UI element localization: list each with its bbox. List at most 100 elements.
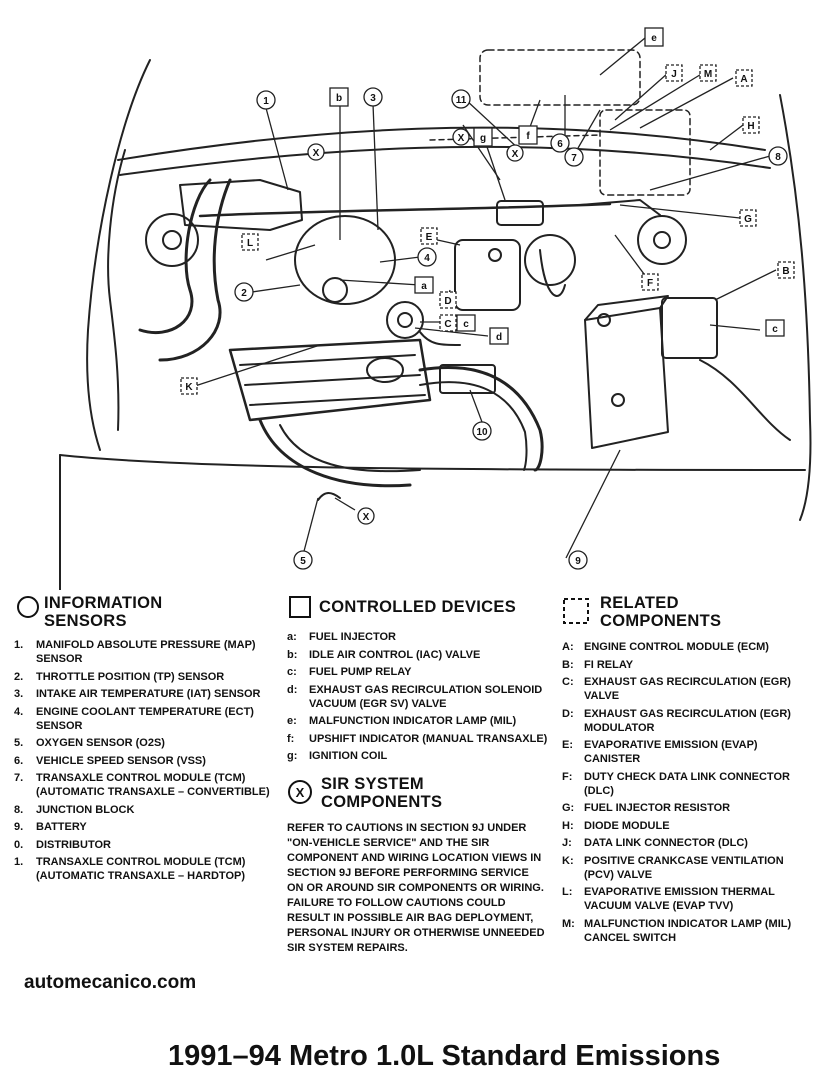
info-item-text: TRANSAXLE CONTROL MODULE (TCM) (AUTOMATI…: [36, 856, 246, 882]
controlled-item: b:IDLE AIR CONTROL (IAC) VALVE: [287, 648, 549, 662]
svg-text:J: J: [671, 69, 677, 80]
svg-text:G: G: [744, 214, 752, 225]
info-item: 6.VEHICLE SPEED SENSOR (VSS): [14, 754, 276, 768]
related-title-line1: RELATED: [600, 594, 679, 612]
info-item-key: 1.: [14, 856, 24, 868]
controlled-item: d:EXHAUST GAS RECIRCULATION SOLENOID VAC…: [287, 683, 549, 711]
controlled-device-callouts: b a c d e f g c: [329, 27, 785, 345]
svg-text:B: B: [782, 266, 789, 277]
related-item: C: EXHAUST GAS RECIRCULATION (EGR) VALVE: [562, 675, 816, 703]
info-item-text: INTAKE AIR TEMPERATURE (IAT) SENSOR: [36, 688, 261, 700]
info-item-text: JUNCTION BLOCK: [36, 803, 135, 816]
svg-text:X: X: [512, 149, 519, 160]
controlled-list: a: FUEL INJECTOR b:IDLE AIR CONTROL (IAC) …: [287, 630, 549, 763]
svg-text:b: b: [336, 93, 342, 104]
related-item-text: POSITIVE CRANKCASE VENTILATION (PCV) VAL…: [584, 854, 784, 881]
svg-text:c: c: [463, 319, 469, 330]
controlled-item-text: MALFUNCTION INDICATOR LAMP (MIL): [309, 715, 517, 727]
related-item-text: FI RELAY: [584, 658, 634, 671]
related-component-callouts: A B C D E F G H J K L M: [180, 64, 795, 395]
svg-text:F: F: [647, 278, 653, 289]
info-item-text: MANIFOLD ABSOLUTE PRESSURE (MAP) SENSOR: [36, 639, 256, 665]
controlled-item-key: a:: [287, 631, 297, 643]
related-item: G: FUEL INJECTOR RESISTOR: [562, 801, 816, 815]
related-item-text: EXHAUST GAS RECIRCULATION (EGR) VALVE: [584, 676, 791, 702]
info-item-text: ENGINE COOLANT TEMPERATURE (ECT) SENSOR: [36, 705, 254, 732]
sir-title-line2: COMPONENTS: [321, 793, 443, 811]
related-item-key: G:: [562, 802, 575, 814]
related-item-key: C:: [562, 676, 574, 688]
related-item-key: M:: [562, 917, 575, 930]
controlled-item-key: e:: [287, 715, 297, 727]
info-sensor-callouts: 1 3 2 4 5 6 7 8 9 10 11: [234, 87, 788, 570]
related-list: A: ENGINE CONTROL MODULE (ECM) B: FI RELAY C…: [562, 640, 816, 945]
svg-text:A: A: [740, 74, 747, 85]
svg-text:K: K: [185, 382, 193, 393]
info-item-text: BATTERY: [36, 821, 87, 833]
related-item: H: DIODE MODULE: [562, 819, 816, 833]
controlled-item: e: MALFUNCTION INDICATOR LAMP (MIL): [287, 714, 549, 728]
engine-diagram: 1 3 2 4 5 6 7 8 9 10 11 b a c d e f g c …: [59, 27, 812, 590]
related-item-text: ENGINE CONTROL MODULE (ECM): [584, 641, 769, 653]
sir-callouts: X X X X: [307, 128, 524, 525]
controlled-item-text: IDLE AIR CONTROL (IAC) VALVE: [309, 648, 481, 661]
info-item: 9. BATTERY: [14, 820, 276, 834]
svg-text:g: g: [480, 133, 486, 144]
related-item-key: F:: [562, 770, 573, 783]
related-item-text: DUTY CHECK DATA LINK CONNECTOR (DLC): [584, 770, 790, 797]
related-item-key: A:: [562, 641, 574, 653]
page-title: 1991–94 Metro 1.0L Standard Emissions: [168, 1040, 721, 1072]
related-item: F: DUTY CHECK DATA LINK CONNECTOR (DLC): [562, 770, 816, 798]
related-item-key: B:: [562, 658, 574, 671]
related-item-text: EXHAUST GAS RECIRCULATION (EGR) MODULATO…: [584, 707, 791, 734]
svg-text:L: L: [247, 238, 253, 249]
svg-text:2: 2: [241, 288, 247, 299]
info-item: 1.MANIFOLD ABSOLUTE PRESSURE (MAP) SENSO…: [14, 638, 276, 666]
info-item-key: 9.: [14, 821, 24, 833]
controlled-item: c:FUEL PUMP RELAY: [287, 665, 549, 679]
info-item-key: 0.: [14, 838, 24, 851]
related-item-text: EVAPORATIVE EMISSION THERMAL VACUUM VALV…: [584, 886, 775, 912]
related-item-text: DIODE MODULE: [584, 819, 670, 832]
svg-text:a: a: [421, 281, 427, 292]
svg-text:4: 4: [424, 253, 430, 264]
svg-text:8: 8: [775, 152, 781, 163]
legend-related-components: RELATED COMPONENTS A:ENGINE CONTROL MODU…: [562, 594, 816, 948]
info-item-key: 8.: [14, 803, 24, 816]
svg-text:X: X: [458, 133, 465, 144]
svg-text:X: X: [363, 512, 370, 523]
info-item-text: OXYGEN SENSOR (O2S): [36, 737, 165, 749]
svg-text:10: 10: [476, 427, 488, 438]
related-item: L:EVAPORATIVE EMISSION THERMAL VACUUM VA…: [562, 885, 816, 913]
watermark-text: automecanico.com: [24, 972, 197, 993]
info-item-text: VEHICLE SPEED SENSOR (VSS): [36, 754, 206, 767]
related-item: A: ENGINE CONTROL MODULE (ECM): [562, 640, 816, 654]
related-item-text: FUEL INJECTOR RESISTOR: [584, 802, 731, 814]
sir-caution-note: REFER TO CAUTIONS IN SECTION 9J UNDER "O…: [287, 822, 545, 954]
controlled-item-key: c:: [287, 666, 297, 678]
callouts: 1 3 2 4 5 6 7 8 9 10 11 b a c d e f g c …: [180, 27, 795, 570]
x-circle-symbol-icon: X: [288, 780, 312, 804]
svg-text:X: X: [296, 785, 305, 800]
info-item-key: 3.: [14, 688, 24, 700]
info-item-key: 2.: [14, 670, 24, 683]
related-item-key: D:: [562, 707, 574, 720]
info-item: 0. DISTRIBUTOR: [14, 838, 276, 852]
svg-text:H: H: [747, 121, 754, 132]
controlled-item-text: FUEL INJECTOR: [309, 631, 396, 643]
info-item: 4.ENGINE COOLANT TEMPERATURE (ECT) SENSO…: [14, 705, 276, 733]
svg-text:5: 5: [300, 556, 306, 567]
related-item: J:DATA LINK CONNECTOR (DLC): [562, 836, 816, 850]
controlled-item: g:IGNITION COIL: [287, 749, 549, 763]
info-item: 7.TRANSAXLE CONTROL MODULE (TCM) (AUTOMA…: [14, 771, 276, 799]
info-item-key: 5.: [14, 737, 24, 749]
related-item-key: H:: [562, 819, 574, 832]
controlled-item: f:UPSHIFT INDICATOR (MANUAL TRANSAXLE): [287, 732, 549, 746]
related-item: D: EXHAUST GAS RECIRCULATION (EGR) MODULA…: [562, 707, 816, 735]
info-item: 1. TRANSAXLE CONTROL MODULE (TCM) (AUTOMA…: [14, 855, 276, 883]
info-item: 5. OXYGEN SENSOR (O2S): [14, 736, 276, 750]
legend-information-sensors: INFORMATION SENSORS 1.MANIFOLD ABSOLUTE …: [14, 594, 276, 887]
controlled-item-key: d:: [287, 683, 298, 696]
info-item-key: 7.: [14, 772, 24, 784]
info-item-text: DISTRIBUTOR: [36, 838, 111, 851]
